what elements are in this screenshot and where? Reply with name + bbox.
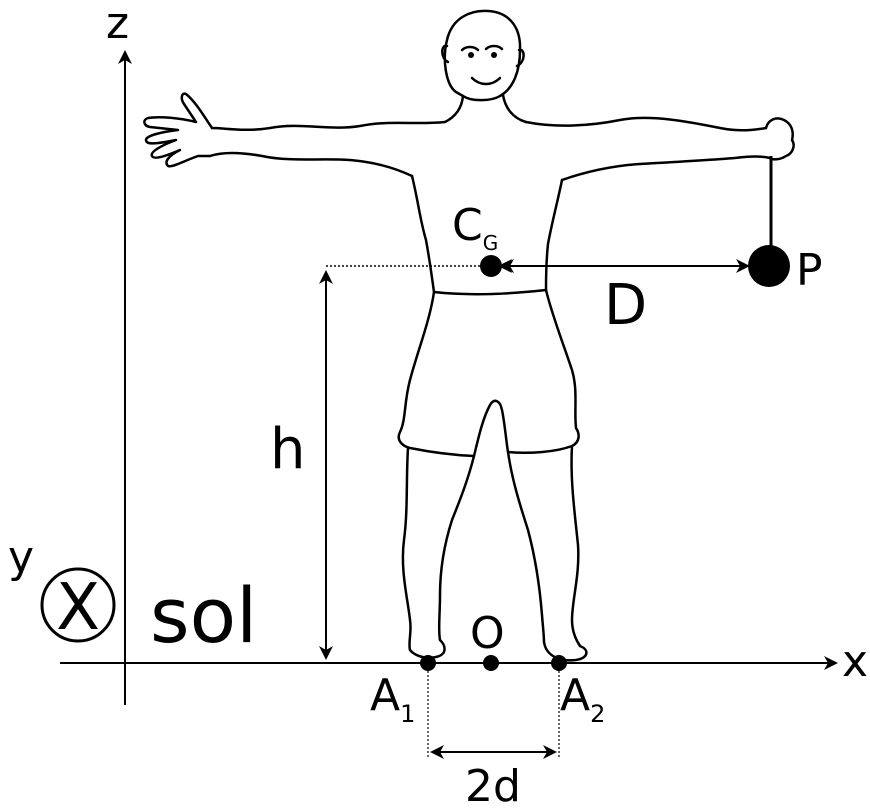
cg-label: CG: [452, 200, 498, 255]
right-leg-outer: [570, 444, 582, 648]
left-foot: [408, 638, 446, 659]
point-a2: [551, 655, 567, 671]
y-axis-label: y: [8, 532, 34, 583]
right-fist: [764, 117, 795, 161]
height-h-label: h: [270, 417, 306, 482]
left-leg-outer: [401, 446, 412, 652]
left-arm-upper: [210, 120, 447, 132]
weight-mass: [748, 245, 790, 287]
x-axis-label: x: [842, 636, 868, 687]
torso-left: [410, 174, 436, 294]
point-o: [483, 655, 499, 671]
neck-right: [501, 93, 528, 124]
left-eye: [468, 52, 474, 58]
left-leg-inner: [437, 454, 476, 642]
a2-label: A2: [560, 670, 605, 728]
head-outline: [443, 9, 522, 102]
origin-label: O: [470, 608, 505, 659]
left-ear: [441, 44, 450, 64]
right-ear: [515, 48, 525, 68]
mouth: [470, 76, 502, 86]
cg-point: [480, 255, 502, 277]
y-axis-cross-mark: X: [56, 571, 100, 645]
right-leg-inner: [506, 450, 546, 644]
a1-label: A1: [370, 670, 415, 728]
y-axis-into-page-symbol: X: [40, 567, 116, 645]
waistband: [432, 288, 548, 296]
weight-label: P: [796, 245, 823, 296]
right-eyebrow: [484, 44, 504, 51]
right-arm-upper: [524, 116, 768, 132]
human-figure: [143, 9, 795, 662]
right-foot: [542, 640, 588, 662]
neck-left: [443, 94, 465, 124]
z-axis-label: z: [106, 0, 129, 49]
right-arm-lower: [560, 155, 772, 182]
left-eyebrow: [460, 45, 480, 52]
left-hand: [143, 92, 214, 168]
right-eye: [491, 52, 497, 58]
distance-d-label: D: [604, 273, 647, 338]
point-a1: [420, 655, 436, 671]
ground-label: sol: [150, 571, 257, 660]
foot-spacing-label: 2d: [465, 761, 521, 808]
shorts-outline: [397, 288, 580, 458]
left-arm-lower: [208, 151, 414, 178]
torso-right: [544, 178, 564, 292]
